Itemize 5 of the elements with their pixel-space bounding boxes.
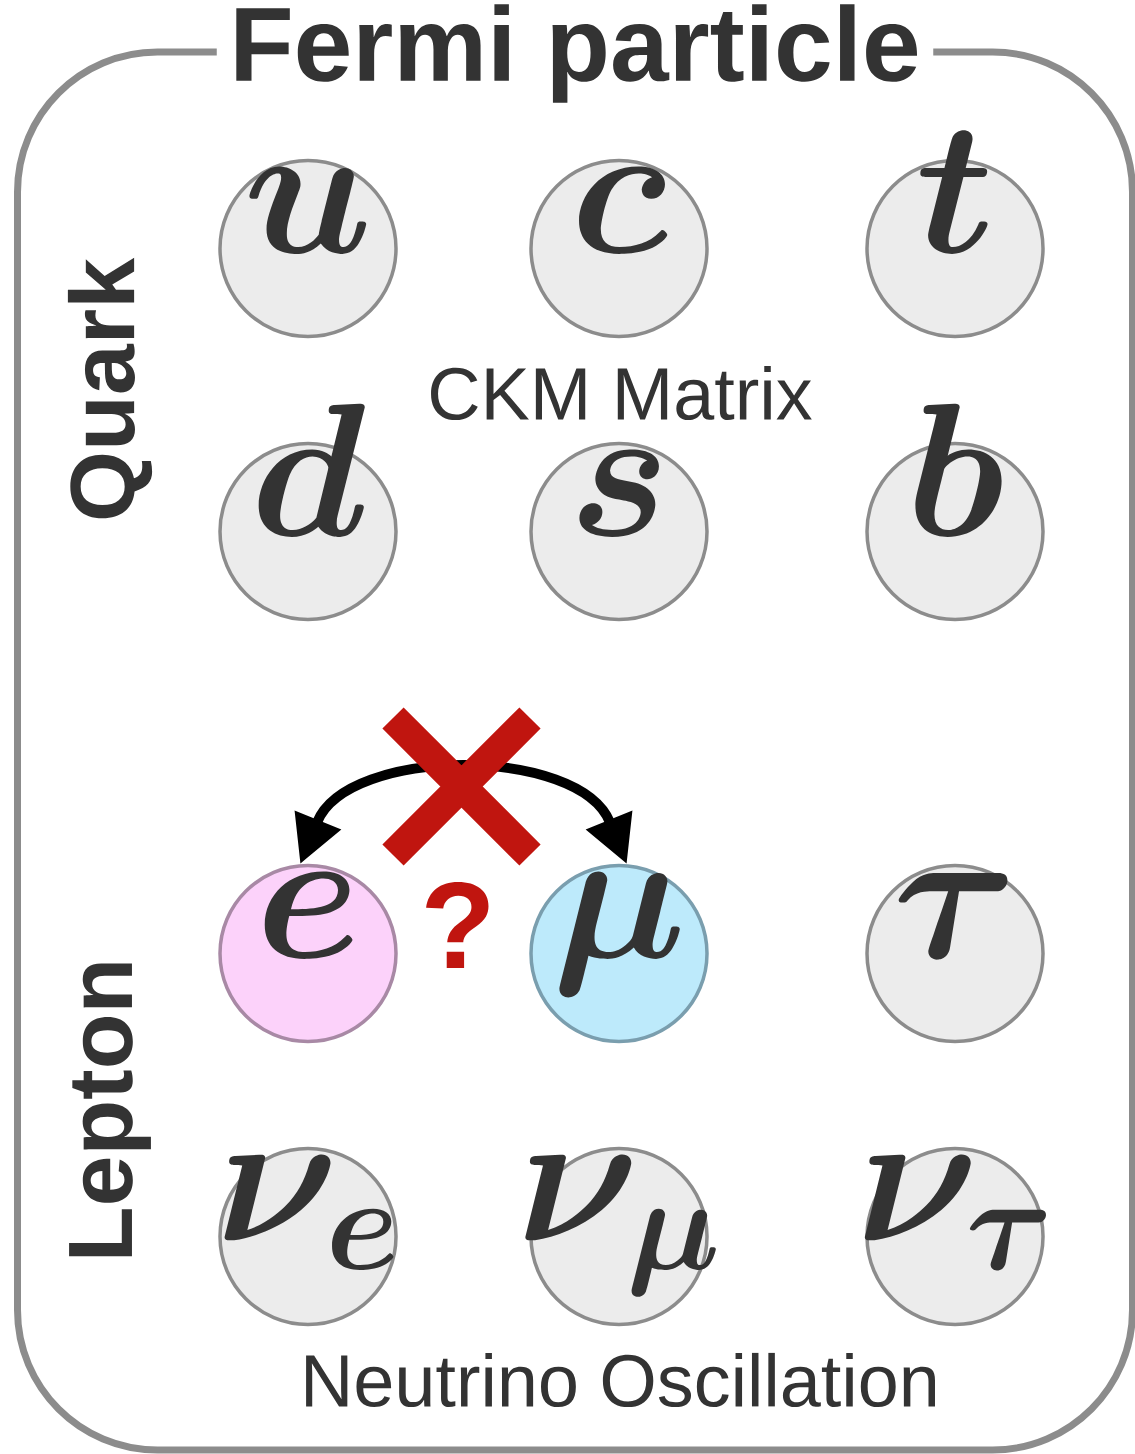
text-label: ? bbox=[426, 882, 489, 968]
text-label: Neutrino Oscillation bbox=[306, 1352, 935, 1408]
text-label: CKM Matrix bbox=[431, 365, 812, 421]
text-label: Quark bbox=[67, 257, 153, 519]
text-label: Lepton bbox=[69, 963, 151, 1257]
